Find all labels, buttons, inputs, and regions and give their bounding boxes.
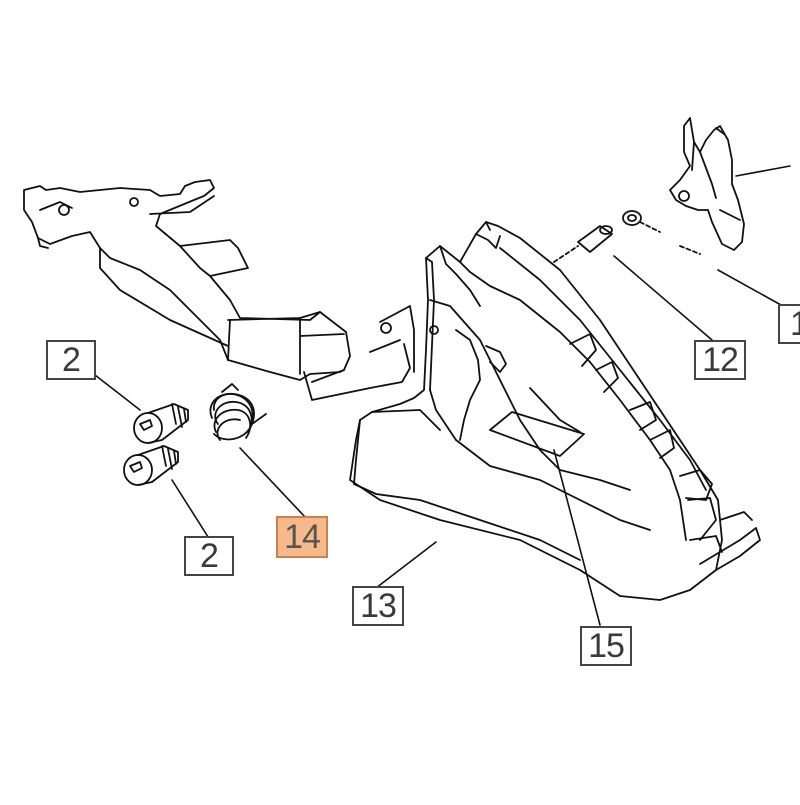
callout-2-upper: 2 <box>46 340 96 380</box>
callout-15: 15 <box>580 626 632 666</box>
callout-2-lower: 2 <box>184 536 234 576</box>
chain-brake-housing <box>349 221 761 601</box>
screw-lower <box>123 445 179 486</box>
hand-guard-lever <box>23 179 415 401</box>
pin <box>553 225 613 263</box>
torsion-spring <box>209 383 267 441</box>
nut <box>622 210 701 255</box>
brake-band-part <box>669 117 745 251</box>
leader-lines <box>94 165 791 626</box>
callout-13: 13 <box>352 586 404 626</box>
screw-upper <box>133 403 189 444</box>
callout-14-highlighted: 14 <box>276 516 328 558</box>
callout-12: 12 <box>694 340 746 380</box>
callout-1-partial: 1 <box>778 304 800 344</box>
